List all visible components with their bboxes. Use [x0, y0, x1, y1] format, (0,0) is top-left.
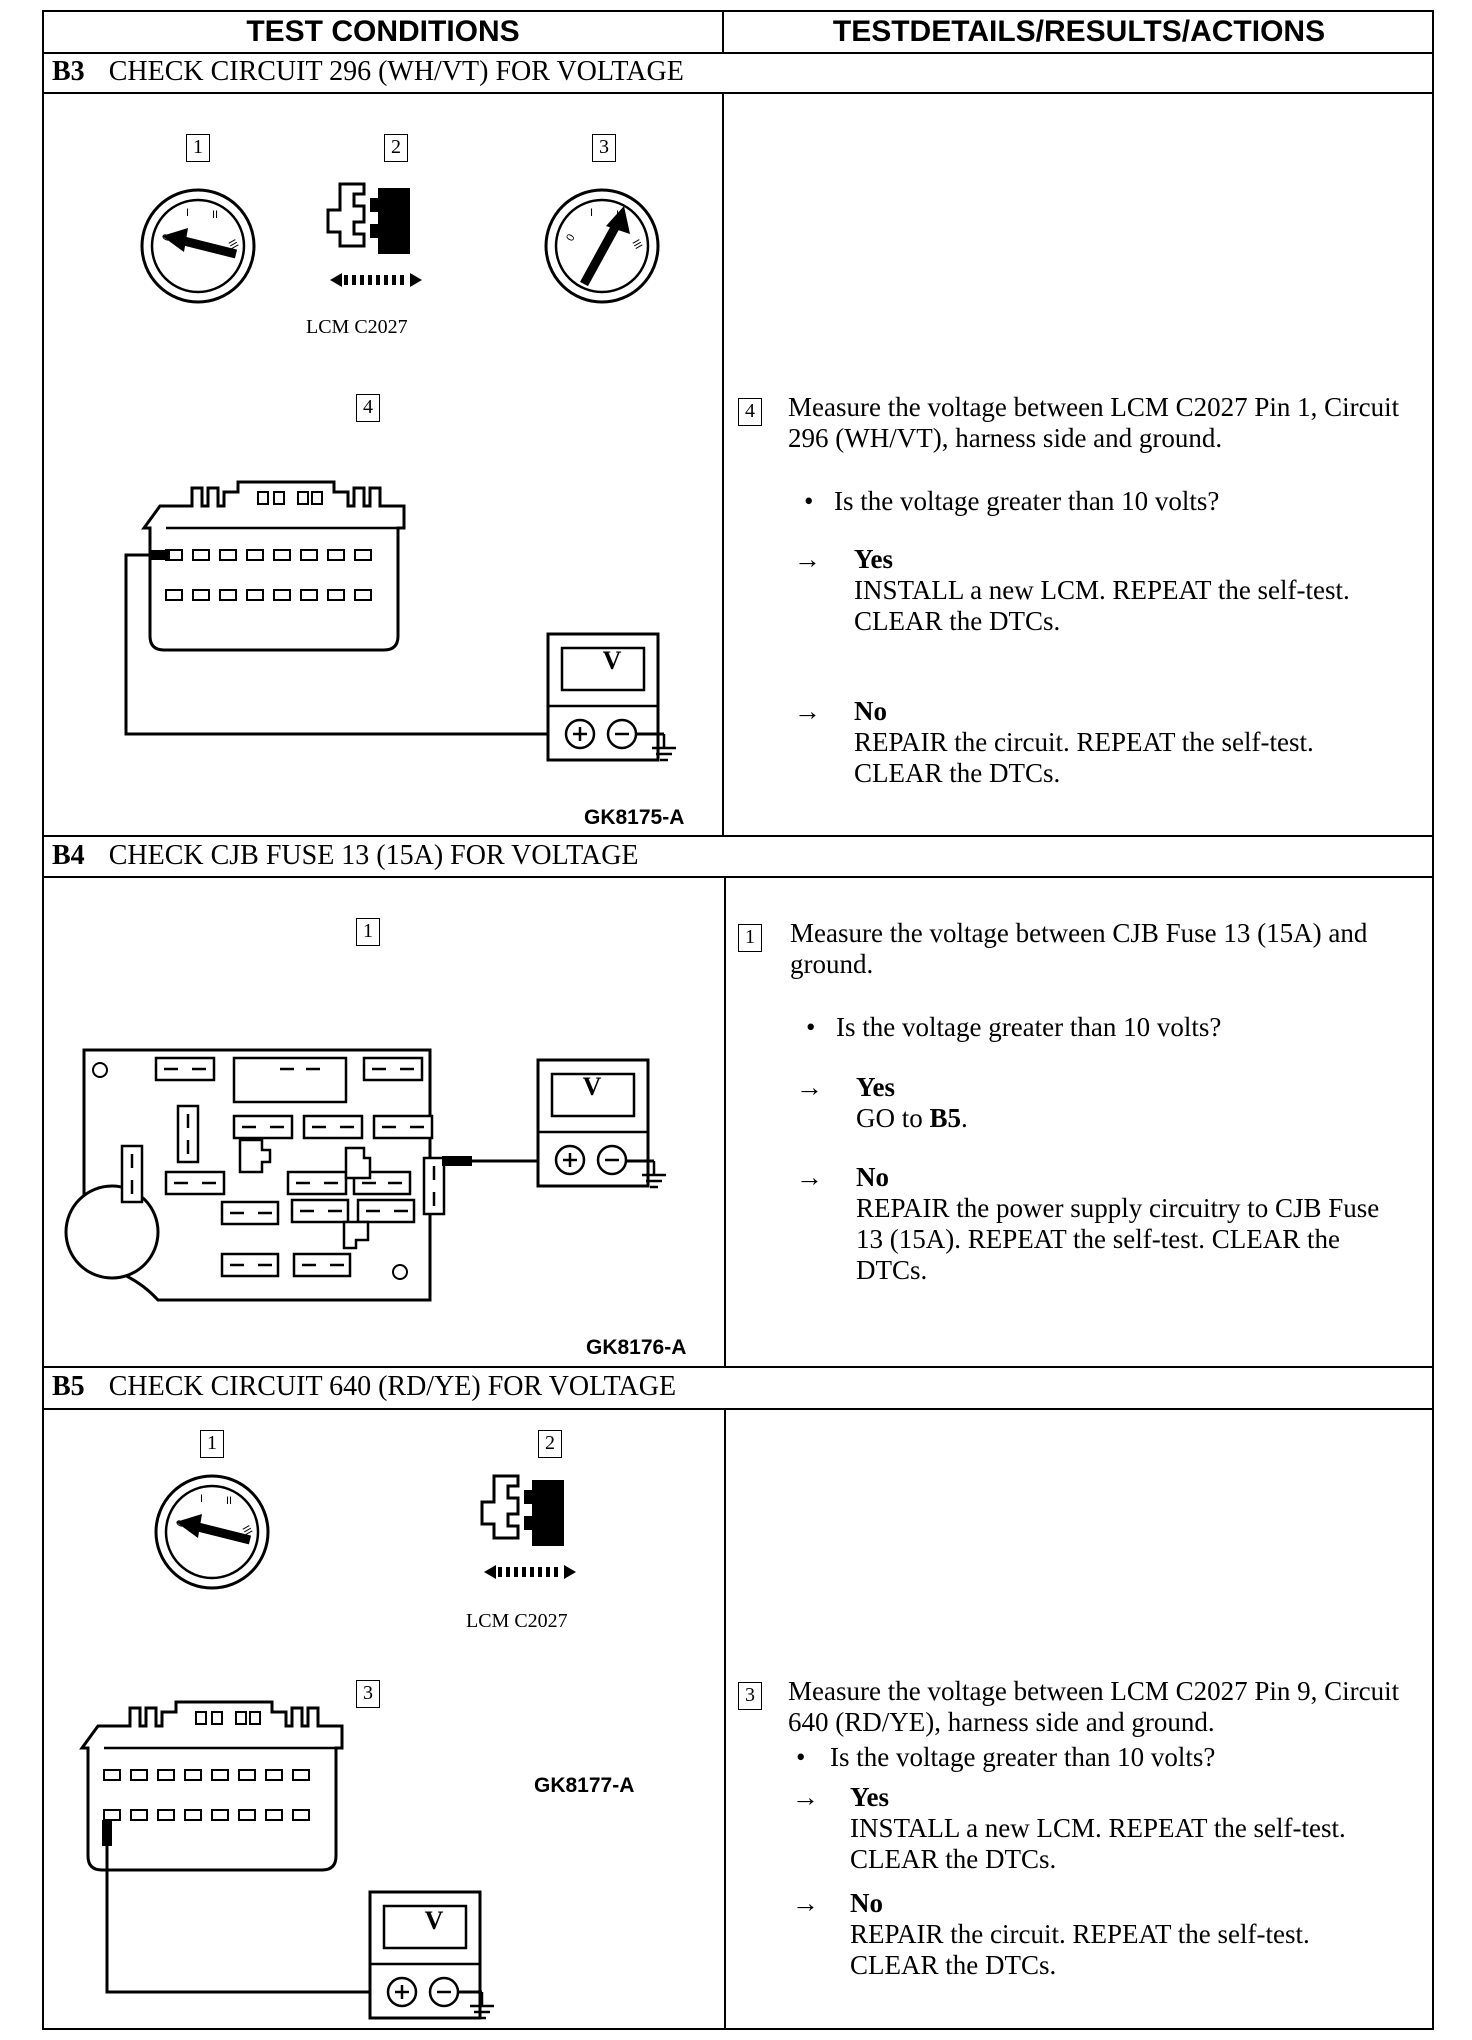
arrow-icon: →: [796, 1162, 823, 1192]
question-text: Is the voltage greater than 10 volts?: [836, 1012, 1222, 1042]
no-label: No: [854, 696, 887, 726]
lcm-connector-voltage-diagram: [124, 480, 678, 762]
section-b4-id: B4: [52, 840, 85, 871]
yes-label: Yes: [854, 544, 893, 574]
ignition-switch-run-icon: [544, 188, 660, 304]
lcm-connector-voltage-diagram: [80, 1700, 496, 2020]
rule: [44, 92, 1432, 94]
step-box-2: 2: [384, 134, 408, 162]
arrow-icon: →: [796, 1072, 823, 1102]
result-yes: Yes GO to B5.: [856, 1072, 1396, 1134]
meter-symbol: V: [424, 1906, 444, 1935]
result-no: No REPAIR the circuit. REPEAT the self-t…: [854, 696, 1394, 789]
step-box-3: 3: [592, 134, 616, 162]
column-divider: [722, 92, 724, 835]
disconnect-connector-icon: [326, 182, 424, 289]
header-test-details: TESTDETAILS/RESULTS/ACTIONS: [832, 15, 1326, 48]
section-b4-title: B4 CHECK CJB FUSE 13 (15A) FOR VOLTAGE: [52, 837, 639, 875]
step-box-1: 1: [200, 1430, 224, 1458]
disconnect-connector-icon: [480, 1474, 578, 1581]
arrow-icon: →: [792, 1888, 819, 1918]
yes-action-prefix: GO to: [856, 1103, 930, 1133]
instruction-text: Measure the voltage between LCM C2027 Pi…: [788, 1676, 1400, 1737]
step-box: 4: [738, 398, 762, 426]
connector-label: LCM C2027: [306, 316, 408, 338]
goto-b5-link[interactable]: B5: [929, 1103, 962, 1133]
bullet: •: [804, 486, 814, 516]
header-divider: [722, 12, 724, 52]
result-yes: Yes INSTALL a new LCM. REPEAT the self-t…: [854, 544, 1394, 637]
result-no: No REPAIR the circuit. REPEAT the self-t…: [850, 1888, 1390, 1981]
period: .: [961, 1103, 968, 1133]
step-box: 3: [738, 1682, 762, 1710]
rule: [44, 835, 1432, 837]
yes-action: INSTALL a new LCM. REPEAT the self-test.…: [850, 1813, 1346, 1874]
rule: [44, 876, 1432, 878]
column-divider: [724, 1408, 726, 2030]
no-label: No: [856, 1162, 889, 1192]
section-b5-id: B5: [52, 1371, 85, 1402]
result-no: No REPAIR the power supply circuitry to …: [856, 1162, 1396, 1286]
instruction-text: Measure the voltage between CJB Fuse 13 …: [790, 918, 1368, 979]
ignition-switch-off-icon: [154, 1474, 270, 1590]
column-divider: [724, 876, 726, 1366]
meter-symbol: V: [602, 646, 622, 675]
section-b3-id: B3: [52, 56, 85, 87]
section-b5-heading: CHECK CIRCUIT 640 (RD/YE) FOR VOLTAGE: [108, 1371, 677, 1402]
section-b4-heading: CHECK CJB FUSE 13 (15A) FOR VOLTAGE: [108, 840, 639, 871]
rule: [44, 52, 1432, 54]
arrow-icon: →: [792, 1782, 819, 1812]
section-b5-title: B5 CHECK CIRCUIT 640 (RD/YE) FOR VOLTAGE: [52, 1368, 676, 1406]
diagnostic-table: TEST CONDITIONS TESTDETAILS/RESULTS/ACTI…: [42, 10, 1434, 2030]
step-box-1: 1: [186, 134, 210, 162]
ignition-switch-off-icon: [140, 188, 256, 304]
figure-code: GK8175-A: [584, 806, 685, 829]
rule: [44, 1366, 1432, 1368]
question-text: Is the voltage greater than 10 volts?: [834, 486, 1220, 516]
step-box-4: 4: [356, 394, 380, 422]
instruction-text: Measure the voltage between LCM C2027 Pi…: [788, 392, 1400, 453]
section-b3-title: B3 CHECK CIRCUIT 296 (WH/VT) FOR VOLTAGE: [52, 53, 684, 91]
step-box-1: 1: [356, 918, 380, 946]
arrow-icon: →: [794, 544, 821, 574]
connector-label: LCM C2027: [466, 1610, 568, 1632]
no-action: REPAIR the power supply circuitry to CJB…: [856, 1193, 1380, 1285]
figure-code: GK8176-A: [586, 1336, 687, 1359]
step-box-3: 3: [356, 1680, 380, 1708]
yes-label: Yes: [850, 1782, 889, 1812]
arrow-icon: →: [794, 696, 821, 726]
no-action: REPAIR the circuit. REPEAT the self-test…: [854, 727, 1314, 788]
bullet: •: [796, 1742, 806, 1772]
yes-label: Yes: [856, 1072, 895, 1102]
bullet: •: [806, 1012, 816, 1042]
result-yes: Yes INSTALL a new LCM. REPEAT the self-t…: [850, 1782, 1390, 1875]
section-b3-heading: CHECK CIRCUIT 296 (WH/VT) FOR VOLTAGE: [108, 56, 684, 87]
question-text: Is the voltage greater than 10 volts?: [830, 1742, 1216, 1772]
no-action: REPAIR the circuit. REPEAT the self-test…: [850, 1919, 1310, 1980]
header-test-conditions: TEST CONDITIONS: [246, 15, 520, 48]
step-box: 1: [738, 924, 762, 952]
yes-action: INSTALL a new LCM. REPEAT the self-test.…: [854, 575, 1350, 636]
cjb-fuse-panel-diagram: [64, 1048, 668, 1302]
figure-code: GK8177-A: [534, 1774, 635, 1797]
meter-symbol: V: [582, 1072, 602, 1101]
rule: [44, 1408, 1432, 1410]
yes-action: GO to B5.: [856, 1103, 1396, 1134]
no-label: No: [850, 1888, 883, 1918]
step-box-2: 2: [538, 1430, 562, 1458]
